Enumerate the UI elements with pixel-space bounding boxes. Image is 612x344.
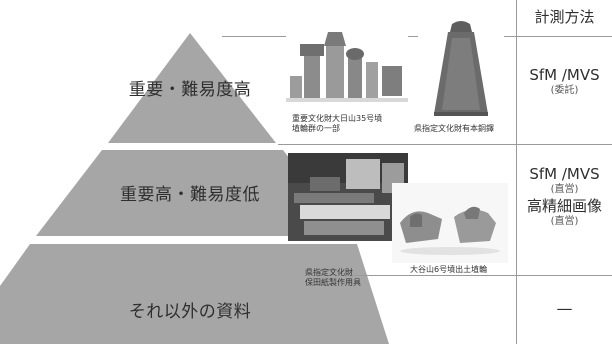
method-middle-sub: (直営)	[550, 184, 579, 195]
level-label-top: 重要・難易度高	[128, 80, 252, 100]
pyramid-level-bottom	[0, 244, 389, 344]
pyramid-level-top	[108, 33, 276, 143]
method-middle-main: SfM /MVS	[529, 165, 600, 183]
otaniyama-haniwa-photo	[392, 183, 508, 263]
row-divider-middle	[278, 144, 612, 145]
method-middle-sub2: (直営)	[550, 216, 579, 227]
pyramid-level-middle	[36, 150, 350, 236]
level-label-middle: 重要高・難易度低	[120, 185, 260, 205]
otaniyama-haniwa-caption: 大谷山6号墳出土埴輪	[410, 265, 488, 274]
bronze-bell-photo	[418, 18, 504, 122]
method-middle-main2: 高精細画像	[526, 197, 602, 215]
paper-tools-photo	[288, 153, 408, 241]
row-divider-bottom	[350, 275, 612, 276]
method-middle: SfM /MVS (直営) 高精細画像 (直営)	[517, 165, 612, 229]
haniwa-group-caption: 重要文化財大日山35号墳 埴輪群の一部	[292, 114, 383, 133]
method-top-main: SfM /MVS	[529, 66, 600, 84]
row-divider-top	[222, 36, 612, 37]
paper-tools-caption: 県指定文化財 保田紙製作用具	[305, 268, 361, 287]
bronze-bell-caption: 県指定文化財有本銅鐸	[414, 124, 494, 133]
haniwa-group-photo	[286, 14, 408, 114]
method-column-title: 計測方法	[534, 8, 595, 26]
level-label-bottom: それ以外の資料	[128, 302, 252, 322]
method-bottom: —	[556, 299, 573, 318]
method-top-sub: (委託)	[550, 85, 579, 96]
method-top: SfM /MVS (委託)	[517, 66, 612, 98]
column-divider	[516, 0, 517, 344]
